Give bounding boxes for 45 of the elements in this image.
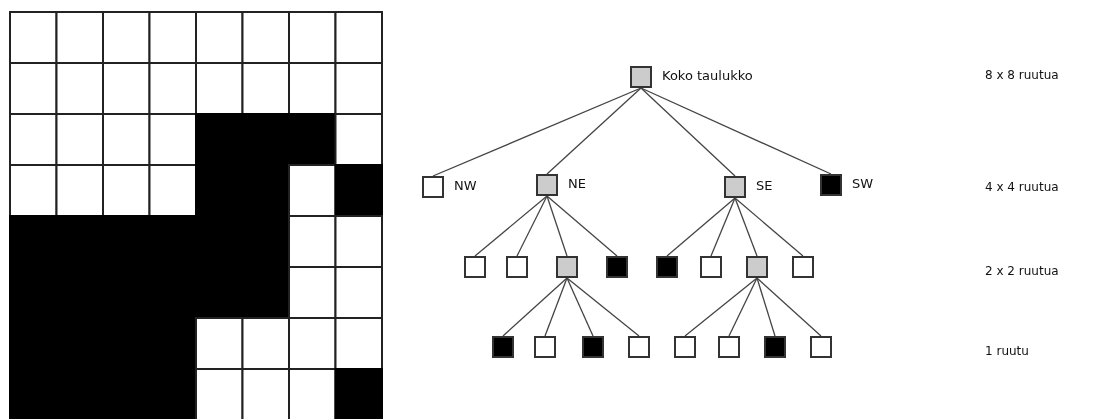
tree-line bbox=[566, 277, 640, 337]
level-label: 2 x 2 ruutua bbox=[985, 264, 1059, 278]
tree-line bbox=[734, 197, 804, 257]
tree-line bbox=[734, 197, 758, 257]
node-label: SE bbox=[756, 177, 773, 195]
level-label: 8 x 8 ruutua bbox=[985, 68, 1059, 82]
node-square bbox=[656, 256, 678, 278]
tree-line bbox=[544, 277, 568, 337]
node-square bbox=[810, 336, 832, 358]
tree-line bbox=[756, 277, 776, 337]
node-square bbox=[792, 256, 814, 278]
tree-line bbox=[666, 197, 736, 257]
tree-line bbox=[546, 87, 642, 175]
tree-line bbox=[710, 197, 736, 257]
tree-line bbox=[432, 87, 642, 177]
tree-line bbox=[756, 277, 822, 337]
node-square bbox=[606, 256, 628, 278]
tree-line bbox=[684, 277, 758, 337]
level-label: 4 x 4 ruutua bbox=[985, 180, 1059, 194]
tree-line bbox=[546, 195, 568, 257]
level-label: 1 ruutu bbox=[985, 344, 1029, 358]
node-square bbox=[464, 256, 486, 278]
node-square bbox=[582, 336, 604, 358]
node-square bbox=[506, 256, 528, 278]
tree-line bbox=[516, 195, 548, 257]
tree-line bbox=[728, 277, 758, 337]
node-square bbox=[556, 256, 578, 278]
node-square bbox=[700, 256, 722, 278]
node-square bbox=[746, 256, 768, 278]
node-label: SW bbox=[852, 175, 874, 193]
node-label: NW bbox=[454, 177, 477, 195]
tree-line bbox=[502, 277, 568, 337]
node-square bbox=[718, 336, 740, 358]
tree-line bbox=[474, 195, 548, 257]
node-square bbox=[492, 336, 514, 358]
node-square bbox=[628, 336, 650, 358]
node-label: Koko taulukko bbox=[662, 67, 753, 85]
node-square bbox=[534, 336, 556, 358]
node-label: NE bbox=[568, 175, 586, 193]
tree-line bbox=[566, 277, 594, 337]
node-square bbox=[764, 336, 786, 358]
tree-line bbox=[640, 87, 736, 177]
tree-line bbox=[546, 195, 618, 257]
node-square bbox=[674, 336, 696, 358]
tree-line bbox=[640, 87, 832, 175]
